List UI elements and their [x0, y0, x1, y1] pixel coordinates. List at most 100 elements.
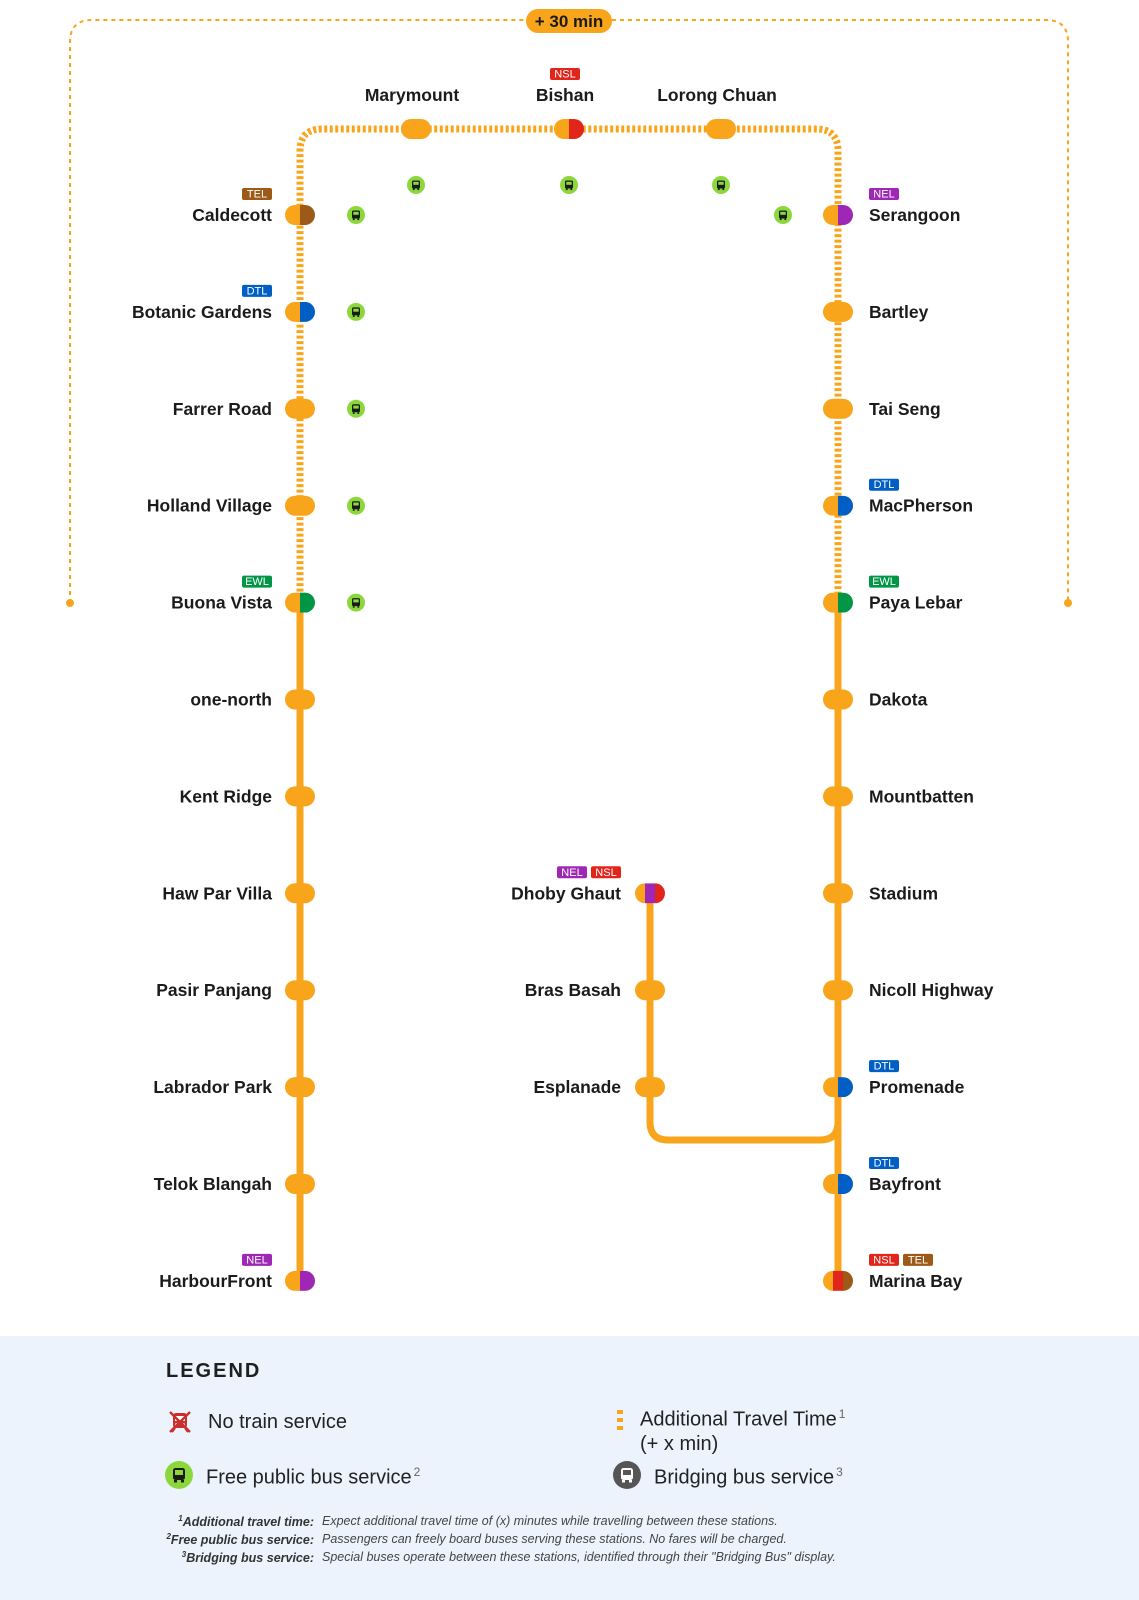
- legend-bridging-bus-sup: 3: [836, 1465, 843, 1480]
- svg-text:NEL: NEL: [246, 1254, 267, 1266]
- station-name-marymount[interactable]: Marymount: [365, 85, 459, 105]
- line-tag-nel: NEL: [557, 866, 587, 879]
- station-name-bishan[interactable]: Bishan: [536, 85, 594, 105]
- station-name-macpherson[interactable]: MacPherson: [869, 496, 973, 516]
- station-name-serangoon[interactable]: Serangoon: [869, 205, 960, 225]
- svg-text:NSL: NSL: [873, 1254, 894, 1266]
- footnote-2-term: Free public bus service:: [170, 1533, 314, 1548]
- station-name-bartley[interactable]: Bartley: [869, 302, 929, 322]
- bus-icon-caldecott: [347, 206, 365, 224]
- station-name-botanic-gardens[interactable]: Botanic Gardens: [132, 302, 272, 322]
- line-tag-nsl: NSL: [591, 866, 621, 879]
- free-bus-icon: [165, 1461, 193, 1489]
- station-marker-esplanade: [635, 1077, 665, 1098]
- station-marker-promenade: [823, 1077, 853, 1098]
- station-name-stadium[interactable]: Stadium: [869, 883, 938, 903]
- station-name-promenade[interactable]: Promenade: [869, 1077, 965, 1097]
- station-name-dakota[interactable]: Dakota: [869, 690, 928, 710]
- station-marker-labrador-park: [285, 1077, 315, 1098]
- station-marker-macpherson: [823, 495, 853, 516]
- svg-text:DTL: DTL: [874, 1061, 895, 1073]
- station-name-mountbatten[interactable]: Mountbatten: [869, 786, 974, 806]
- station-name-harbourfront[interactable]: HarbourFront: [159, 1271, 272, 1291]
- line-tag-tel: TEL: [242, 188, 272, 201]
- detour-label: + 30 min: [535, 12, 604, 31]
- svg-text:TEL: TEL: [247, 189, 267, 201]
- station-marker-lorong-chuan: [706, 119, 736, 139]
- footnote-3-num: 3: [181, 1550, 187, 1559]
- station-name-dhoby-ghaut[interactable]: Dhoby Ghaut: [511, 883, 621, 903]
- dotted-line-icon: [617, 1410, 623, 1430]
- station-marker-one-north: [285, 689, 315, 710]
- station-marker-dhoby-ghaut: [635, 883, 665, 904]
- station-name-bras-basah[interactable]: Bras Basah: [525, 980, 621, 1000]
- line-tag-nel: NEL: [869, 188, 899, 201]
- detour-line: [69, 19, 1069, 603]
- legend-free-bus-label: Free public bus service: [206, 1466, 412, 1489]
- station-name-bayfront[interactable]: Bayfront: [869, 1174, 941, 1194]
- station-name-holland-village[interactable]: Holland Village: [147, 496, 272, 516]
- footnote-1-text: Expect additional travel time of (x) min…: [322, 1514, 778, 1528]
- footnote-2-num: 2: [166, 1532, 171, 1541]
- station-name-tai-seng[interactable]: Tai Seng: [869, 399, 941, 419]
- station-marker-caldecott: [285, 205, 315, 225]
- station-name-haw-par-villa[interactable]: Haw Par Villa: [162, 883, 272, 903]
- station-name-esplanade[interactable]: Esplanade: [533, 1077, 621, 1097]
- line-tag-dtl: DTL: [869, 1157, 899, 1170]
- station-marker-harbourfront: [285, 1270, 315, 1291]
- station-marker-buona-vista: [285, 592, 315, 613]
- svg-text:TEL: TEL: [908, 1254, 928, 1266]
- station-name-buona-vista[interactable]: Buona Vista: [171, 593, 272, 613]
- station-name-lorong-chuan[interactable]: Lorong Chuan: [657, 85, 777, 105]
- line-tag-tel: TEL: [903, 1253, 933, 1266]
- station-marker-bras-basah: [635, 980, 665, 1001]
- bridging-bus-icon: [613, 1461, 641, 1489]
- svg-text:NSL: NSL: [595, 867, 616, 879]
- station-marker-paya-lebar: [823, 592, 853, 613]
- bus-icon-botanic-gardens: [347, 302, 365, 321]
- legend-title: LEGEND: [166, 1360, 262, 1382]
- bus-icon-holland-village: [347, 496, 365, 515]
- line-tag-nel: NEL: [242, 1253, 272, 1266]
- line-tag-ewl: EWL: [869, 575, 899, 588]
- station-name-marina-bay[interactable]: Marina Bay: [869, 1271, 963, 1291]
- station-name-telok-blangah[interactable]: Telok Blangah: [154, 1174, 272, 1194]
- footnote-1-term: Additional travel time:: [182, 1515, 314, 1530]
- station-name-farrer-road[interactable]: Farrer Road: [173, 399, 272, 419]
- svg-text:EWL: EWL: [245, 576, 269, 588]
- station-name-paya-lebar[interactable]: Paya Lebar: [869, 593, 963, 613]
- legend-travel-time-label: Additional Travel Time: [640, 1408, 837, 1431]
- line-tag-nsl: NSL: [550, 68, 580, 81]
- station-marker-haw-par-villa: [285, 883, 315, 904]
- station-marker-kent-ridge: [285, 786, 315, 807]
- legend-travel-time-sub: (+ x min): [640, 1432, 719, 1455]
- legend-no-train: No train service: [166, 1408, 347, 1436]
- station-name-caldecott[interactable]: Caldecott: [192, 205, 272, 225]
- station-name-kent-ridge[interactable]: Kent Ridge: [180, 786, 273, 806]
- detour-end-right: [1064, 599, 1072, 607]
- svg-text:EWL: EWL: [872, 576, 896, 588]
- svg-text:NEL: NEL: [873, 189, 894, 201]
- dotted-segment: [296, 125, 842, 603]
- station-marker-telok-blangah: [285, 1174, 315, 1194]
- station-marker-dakota: [823, 689, 853, 710]
- legend-no-train-label: No train service: [208, 1411, 347, 1433]
- extension-line: [646, 893, 842, 1144]
- station-name-one-north[interactable]: one-north: [190, 690, 272, 710]
- station-marker-farrer-road: [285, 398, 315, 419]
- svg-text:NEL: NEL: [561, 867, 582, 879]
- station-name-labrador-park[interactable]: Labrador Park: [153, 1077, 272, 1097]
- detour-badge: + 30 min: [526, 9, 612, 33]
- footnote-1-num: 1: [178, 1514, 183, 1523]
- station-name-pasir-panjang[interactable]: Pasir Panjang: [156, 980, 272, 1000]
- no-train-icon: [169, 1411, 191, 1433]
- bus-icon-buona-vista: [347, 593, 365, 612]
- footnote-3: 3Bridging bus service: Special buses ope…: [0, 1550, 836, 1565]
- station-marker-bartley: [823, 301, 853, 322]
- legend: LEGEND No train service Free public bus …: [0, 1336, 1139, 1600]
- bus-icon-lorong-chuan: [712, 176, 730, 194]
- station-name-nicoll-highway[interactable]: Nicoll Highway: [869, 980, 994, 1000]
